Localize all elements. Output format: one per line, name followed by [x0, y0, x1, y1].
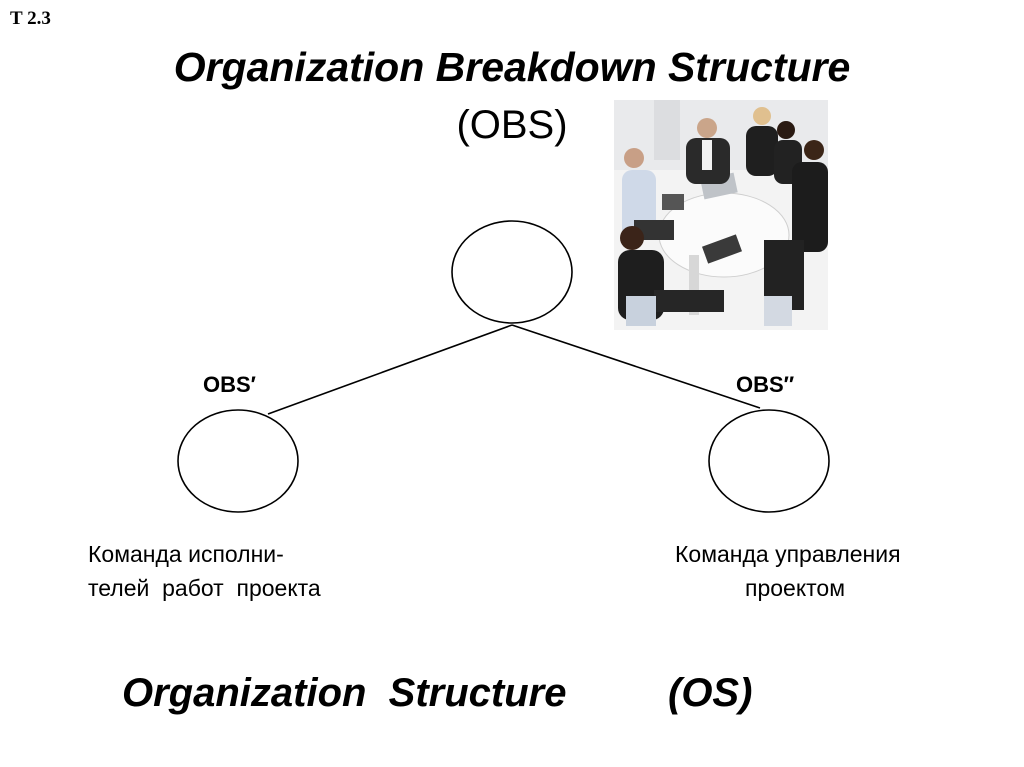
slide-title-abbr: (OBS) — [456, 103, 568, 147]
left-caption-line1: Команда исполни- — [88, 541, 284, 567]
left-caption-line2: телей работ проекта — [88, 575, 321, 601]
edge-root-right — [511, 324, 761, 409]
meeting-photo — [614, 100, 828, 330]
bottom-abbr: (OS) — [668, 671, 753, 715]
right-node — [708, 409, 830, 513]
obs-right-label: OBS″ — [736, 372, 795, 397]
right-caption-line2: проектом — [745, 575, 846, 601]
edge-root-left — [267, 324, 513, 415]
slide-title: Organization Breakdown Structure — [173, 44, 851, 90]
left-node — [177, 409, 299, 513]
right-caption-line1: Команда управления — [675, 541, 901, 567]
slide-number: T 2.3 — [10, 8, 51, 29]
bottom-term: Organization Structure — [122, 671, 567, 715]
obs-left-label: OBS′ — [203, 372, 256, 397]
root-node — [451, 220, 573, 324]
